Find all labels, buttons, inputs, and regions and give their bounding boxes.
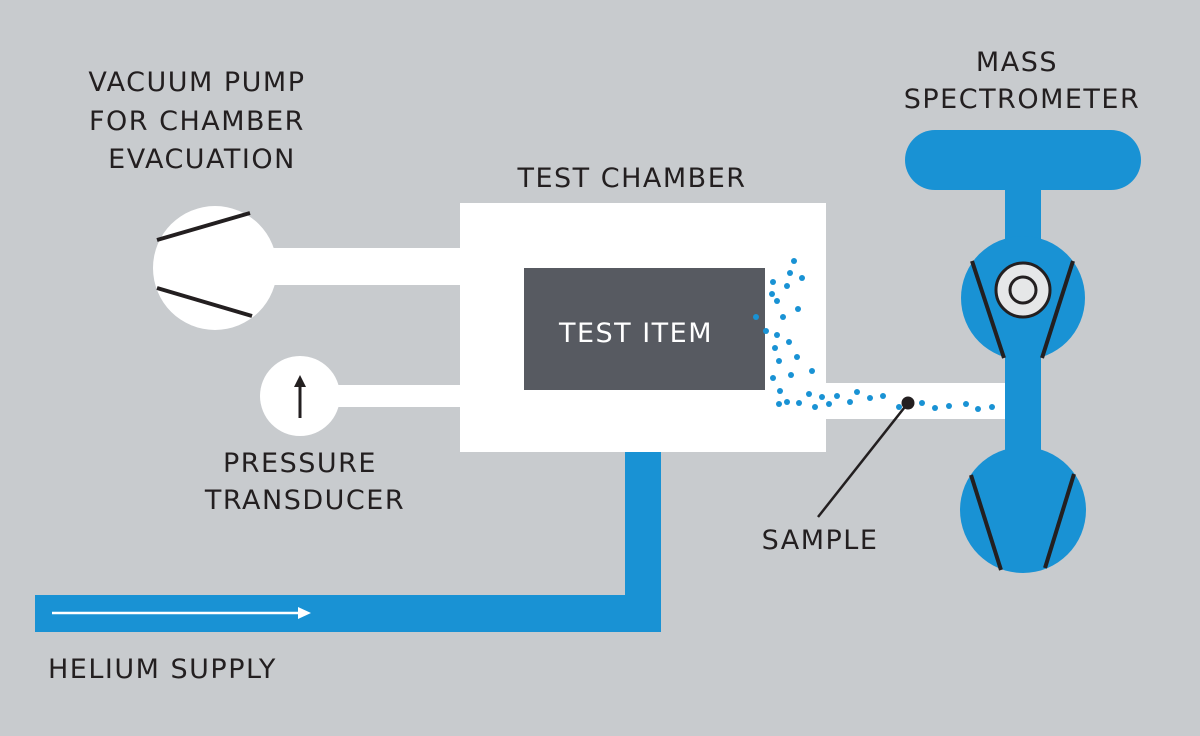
- mass-spectrometer: [905, 130, 1141, 573]
- helium-particle: [763, 328, 769, 334]
- helium-particle: [777, 388, 783, 394]
- helium-particle: [834, 393, 840, 399]
- helium-particle: [769, 291, 775, 297]
- sample-point: [901, 396, 915, 410]
- helium-particle: [819, 394, 825, 400]
- test-item-label: TEST ITEM: [558, 318, 713, 349]
- helium-particle: [809, 368, 815, 374]
- transducer-pipe: [330, 385, 465, 407]
- sample-label: SAMPLE: [762, 525, 879, 556]
- helium-particle: [932, 405, 938, 411]
- helium-particle: [794, 354, 800, 360]
- helium-particle: [919, 400, 925, 406]
- pressure-transducer-label: PRESSURE TRANSDUCER: [204, 448, 405, 516]
- arrow-up-icon: [294, 375, 306, 418]
- helium-particle: [806, 391, 812, 397]
- helium-particle: [788, 372, 794, 378]
- helium-particle: [812, 404, 818, 410]
- vacuum-pump: [153, 206, 465, 330]
- spectrometer-head: [905, 130, 1141, 190]
- test-chamber-label: TEST CHAMBER: [516, 163, 746, 194]
- helium-supply-label: HELIUM SUPPLY: [48, 654, 277, 685]
- helium-particle: [774, 298, 780, 304]
- helium-particle: [795, 306, 801, 312]
- helium-particle: [776, 358, 782, 364]
- helium-particle: [770, 279, 776, 285]
- helium-particle: [867, 395, 873, 401]
- helium-particles: [753, 258, 995, 412]
- helium-particle: [880, 393, 886, 399]
- helium-particle: [770, 375, 776, 381]
- vacuum-pump-label: VACUUM PUMP FOR CHAMBER EVACUATION: [88, 67, 315, 175]
- helium-particle: [847, 399, 853, 405]
- helium-particle: [774, 332, 780, 338]
- vacuum-pipe: [270, 248, 465, 285]
- helium-particle: [784, 283, 790, 289]
- helium-particle: [826, 401, 832, 407]
- helium-particle: [854, 389, 860, 395]
- arrow-right-icon: [52, 607, 311, 619]
- helium-particle: [787, 270, 793, 276]
- mass-spectrometer-label: MASS SPECTROMETER: [904, 47, 1141, 115]
- helium-particle: [796, 400, 802, 406]
- pressure-transducer: [260, 356, 465, 436]
- helium-particle: [753, 314, 759, 320]
- spectrometer-lower-chamber: [960, 447, 1086, 573]
- test-item: [524, 268, 765, 390]
- helium-particle: [799, 275, 805, 281]
- helium-particle: [989, 404, 995, 410]
- helium-particle: [946, 403, 952, 409]
- helium-particle: [791, 258, 797, 264]
- helium-particle: [896, 404, 902, 410]
- sample-pointer-line: [817, 402, 909, 518]
- helium-particle: [776, 401, 782, 407]
- helium-particle: [975, 406, 981, 412]
- helium-particle: [963, 401, 969, 407]
- pump-vane-line: [156, 211, 251, 242]
- helium-particle: [780, 314, 786, 320]
- helium-particle: [786, 339, 792, 345]
- pump-vane-line: [156, 286, 253, 318]
- vacuum-pump-body: [153, 206, 277, 330]
- helium-particle: [772, 345, 778, 351]
- helium-particle: [784, 399, 790, 405]
